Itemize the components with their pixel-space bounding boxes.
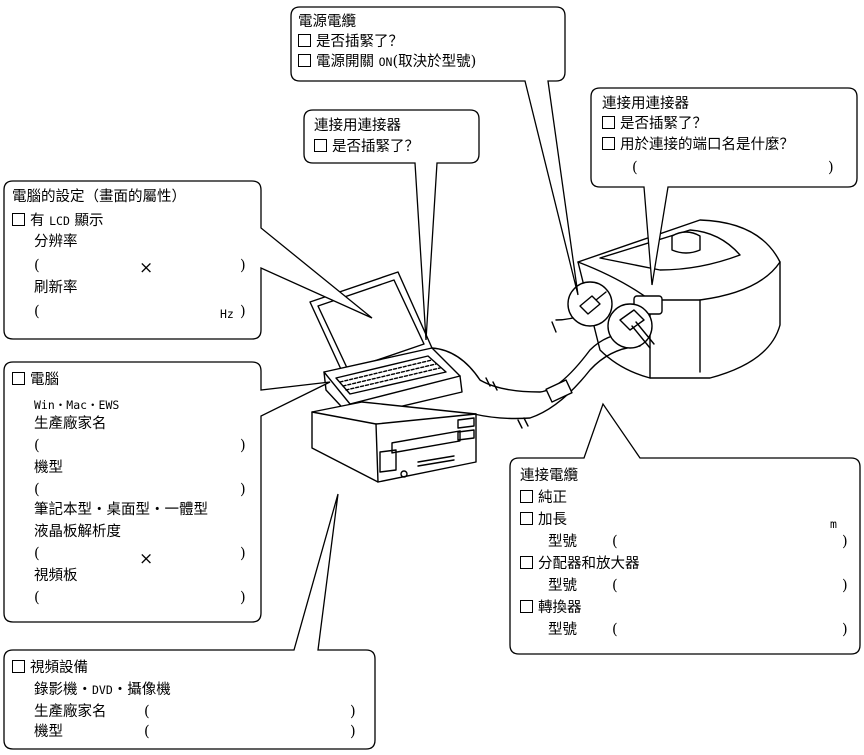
hz-unit: Hz	[220, 307, 234, 321]
checkbox[interactable]	[520, 600, 533, 613]
checkbox[interactable]	[314, 139, 327, 152]
paren-close: )	[842, 578, 848, 594]
checkbox[interactable]	[12, 213, 25, 226]
paren-open: (	[34, 258, 40, 274]
pc-connector-check-1: 是否插緊了？	[314, 139, 419, 156]
lcd-resolution-label: 液晶板解析度	[34, 524, 121, 540]
paren-close: )	[842, 622, 848, 638]
checkbox[interactable]	[520, 490, 533, 503]
paren-close: )	[350, 724, 356, 740]
video-card-label: 視頻板	[34, 568, 78, 584]
video-device-check: 視頻設備	[12, 660, 88, 677]
power-cable-check-1: 是否插緊了？	[298, 34, 403, 51]
refresh-label: 刷新率	[34, 280, 78, 296]
projector-connector-title: 連接用連接器	[602, 96, 689, 112]
pc-settings-title: 電腦的設定（畫面的屬性）	[12, 189, 186, 205]
cable-converter-check: 轉換器	[520, 600, 582, 617]
paren-close: )	[240, 304, 246, 320]
model-no-label: 型號	[548, 534, 577, 550]
cable-extension-check: 加長	[520, 512, 567, 529]
os-options: Win・Mac・EWS	[34, 398, 120, 412]
paren-close: )	[240, 590, 246, 606]
computer-check: 電腦	[12, 372, 59, 389]
cross-sign: ×	[139, 549, 154, 569]
paren-open: (	[34, 438, 40, 454]
projector-connector-check-2: 用於連接的端口名是什麼？	[602, 137, 794, 154]
model-no-label: 型號	[548, 622, 577, 638]
paren-close: )	[240, 258, 246, 274]
pc-settings-lcd-check: 有 LCD 顯示	[12, 213, 104, 230]
cross-sign: ×	[139, 258, 154, 278]
model-label: 機型	[34, 724, 63, 740]
desktop-computer-illustration	[311, 401, 477, 483]
maker-label: 生產廠家名	[34, 704, 107, 720]
paren-open: (	[612, 578, 618, 594]
checkbox[interactable]	[12, 660, 25, 673]
power-cable-check-2: 電源開關 ON(取決於型號)	[298, 54, 476, 71]
cables-illustration	[431, 313, 641, 429]
paren-open: (	[612, 534, 618, 550]
form-factor-options: 筆記本型・桌面型・一體型	[34, 502, 208, 518]
paren-open: (	[144, 704, 150, 720]
paren-close: )	[828, 160, 834, 176]
projector-connector-check-1: 是否插緊了？	[602, 116, 707, 133]
checkbox[interactable]	[602, 137, 615, 150]
paren-open: (	[34, 546, 40, 562]
pc-connector-title: 連接用連接器	[314, 118, 401, 134]
resolution-label: 分辨率	[34, 234, 78, 250]
meter-unit: m	[830, 517, 837, 531]
model-no-label: 型號	[548, 578, 577, 594]
checkbox[interactable]	[298, 34, 311, 47]
paren-open: (	[144, 724, 150, 740]
power-connector-zoom	[567, 281, 613, 327]
paren-open: (	[612, 622, 618, 638]
checkbox[interactable]	[298, 54, 311, 67]
paren-open: (	[34, 590, 40, 606]
paren-close: )	[350, 704, 356, 720]
paren-open: (	[632, 160, 638, 176]
paren-open: (	[34, 304, 40, 320]
power-cable-title: 電源電纜	[298, 14, 356, 30]
checkbox[interactable]	[520, 512, 533, 525]
paren-close: )	[842, 534, 848, 550]
cable-title: 連接電纜	[520, 468, 578, 484]
cable-splitter-check: 分配器和放大器	[520, 556, 640, 573]
checkbox[interactable]	[520, 556, 533, 569]
cable-genuine-check: 純正	[520, 490, 567, 507]
maker-label: 生產廠家名	[34, 416, 107, 432]
paren-open: (	[34, 482, 40, 498]
checkbox[interactable]	[12, 372, 25, 385]
model-label: 機型	[34, 460, 63, 476]
paren-close: )	[240, 482, 246, 498]
checkbox[interactable]	[602, 116, 615, 129]
video-device-kinds: 錄影機・DVD・攝像機	[34, 682, 171, 698]
paren-close: )	[240, 546, 246, 562]
paren-close: )	[240, 438, 246, 454]
